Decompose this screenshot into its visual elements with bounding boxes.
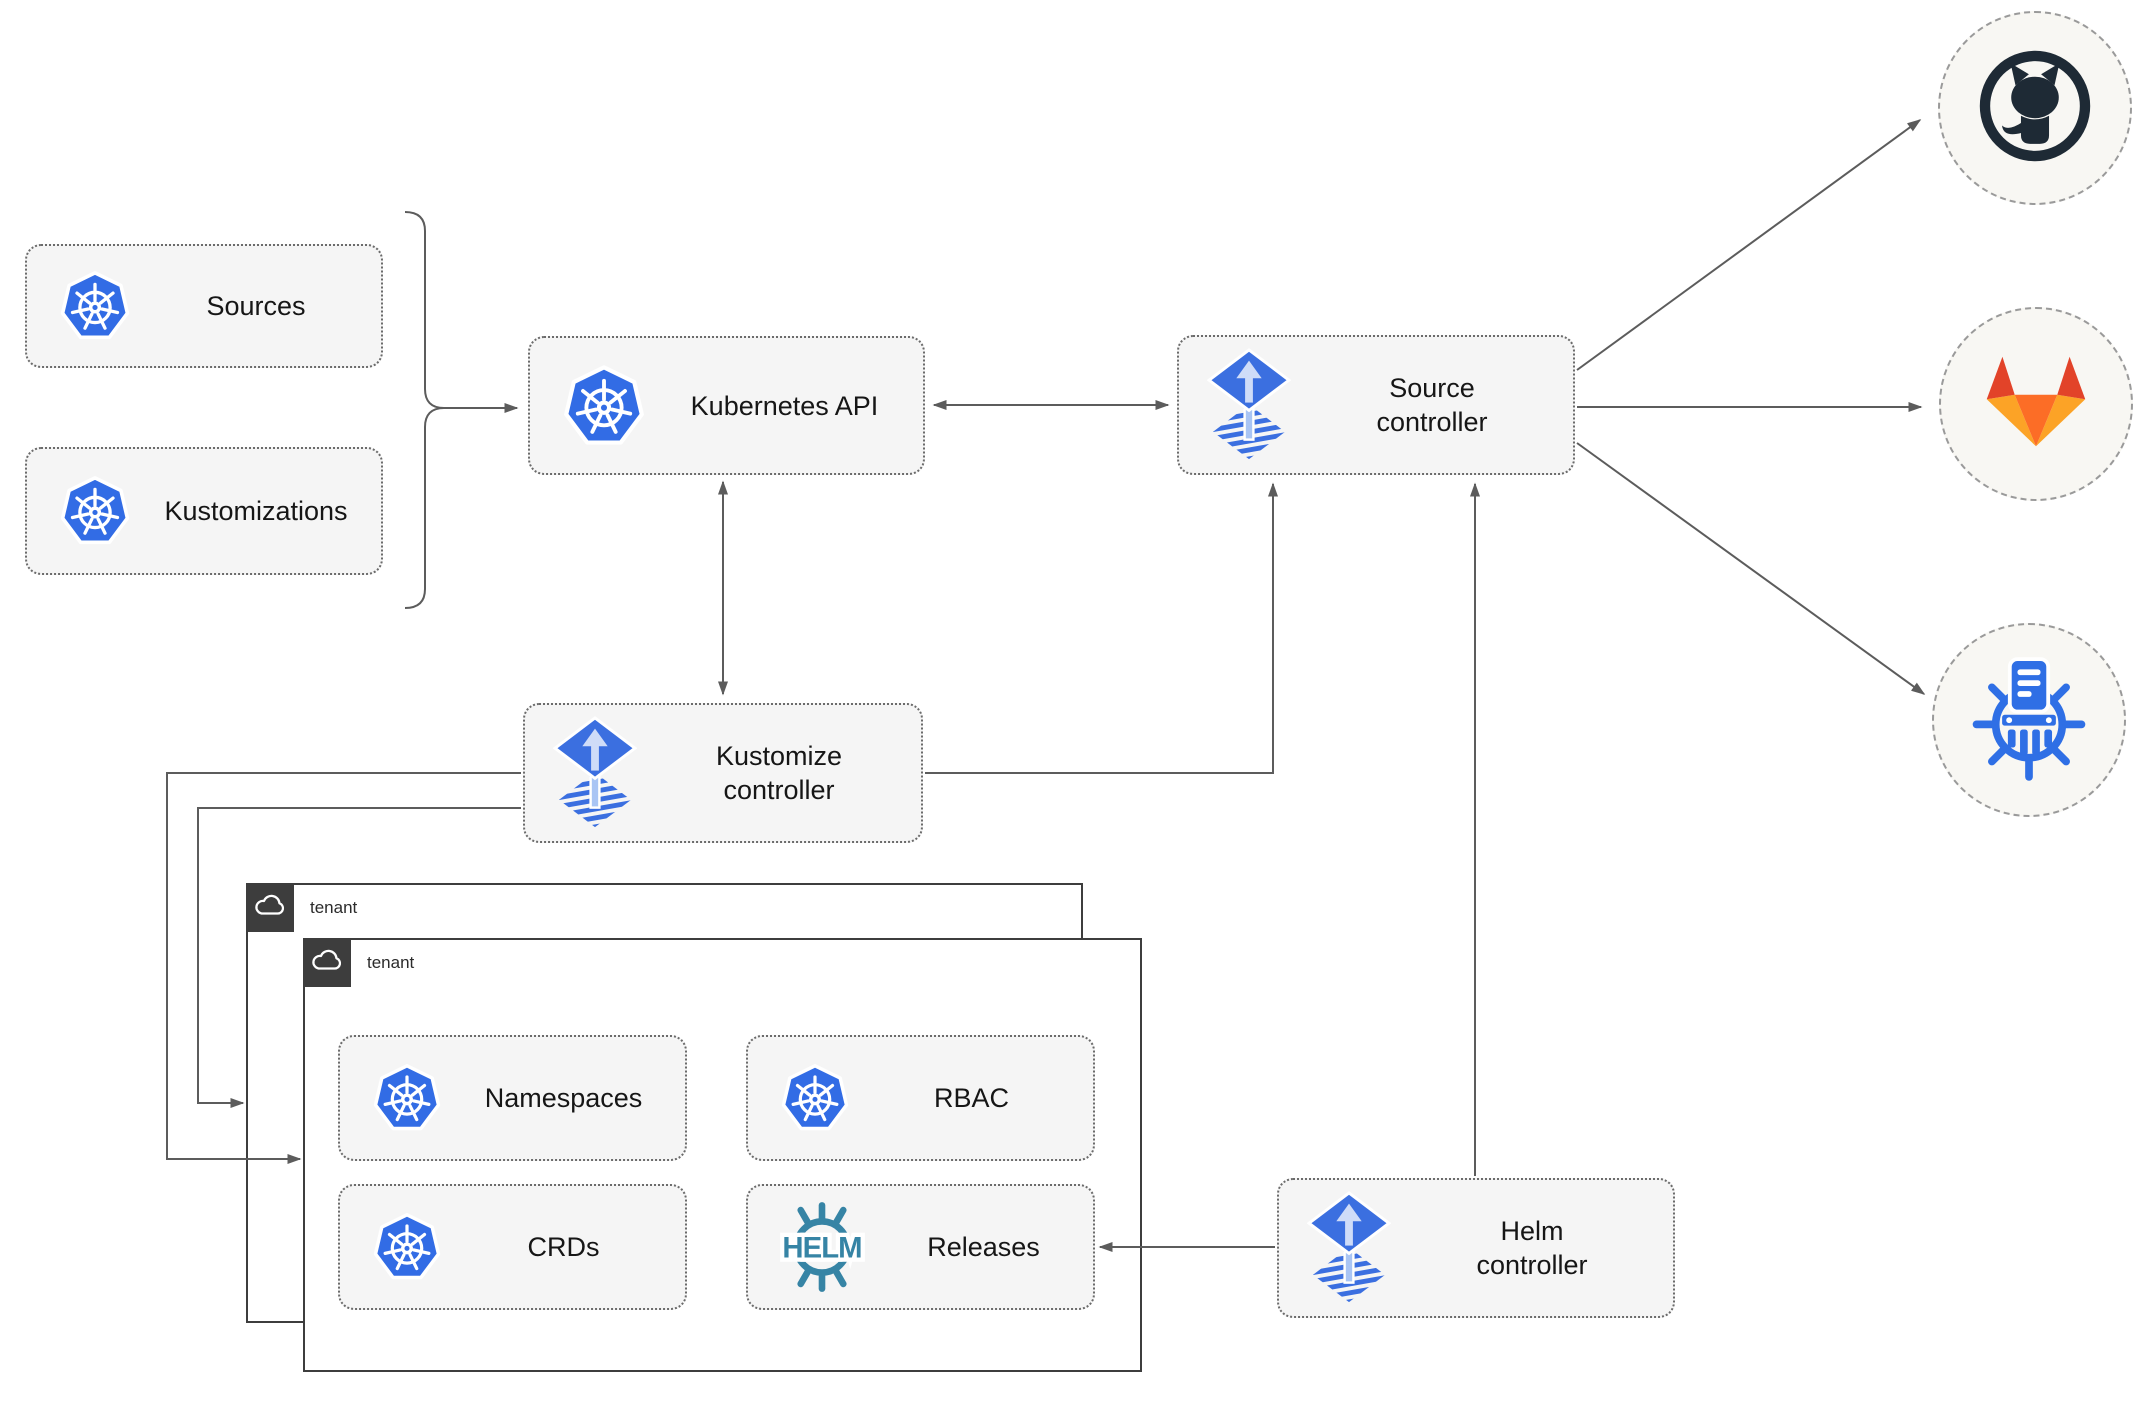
tenant-tab [302, 937, 351, 987]
node-label: Helm controller [1476, 1216, 1588, 1280]
flux-icon [553, 716, 637, 831]
node-kubernetes-api: Kubernetes API [528, 336, 925, 475]
node-helm-controller: Helm controller [1277, 1178, 1675, 1318]
node-label: Releases [927, 1232, 1040, 1262]
gitlab-icon [1980, 350, 2092, 458]
tenant-tab [245, 882, 294, 932]
edge-brace [404, 211, 445, 609]
cloud-icon [253, 893, 287, 922]
kubernetes-icon [372, 1063, 442, 1133]
node-rbac: RBAC [746, 1035, 1095, 1161]
node-sources: Sources [25, 244, 383, 368]
node-label: Kubernetes API [690, 390, 879, 421]
edge-sourcectrl-chartmuseum [1576, 442, 1926, 695]
node-label: Source controller [1376, 373, 1488, 437]
flux-icon [1307, 1191, 1391, 1306]
node-label: Kustomizations [164, 496, 348, 526]
cloud-icon [310, 948, 344, 977]
node-label: RBAC [933, 1083, 1009, 1113]
node-label: Kustomize controller [715, 741, 843, 805]
node-label: CRDs [527, 1232, 600, 1262]
chartmuseum-icon [1965, 654, 2093, 787]
node-label: Sources [206, 291, 306, 321]
node-source-controller: Source controller [1177, 335, 1575, 475]
endpoint-gitlab [1939, 307, 2133, 501]
node-kustomizations: Kustomizations [25, 447, 383, 575]
node-crds: CRDs [338, 1184, 687, 1310]
edge-kustomizectrl-sourcectrl [925, 482, 1278, 774]
helm-icon: HELM [770, 1199, 874, 1295]
helm-wordmark: HELM [782, 1231, 861, 1264]
kubernetes-icon [562, 364, 646, 448]
node-namespaces: Namespaces [338, 1035, 687, 1161]
node-kustomize-controller: Kustomize controller [523, 703, 923, 843]
endpoint-github [1938, 11, 2132, 205]
endpoint-chartmuseum [1932, 623, 2126, 817]
flux-icon [1207, 348, 1291, 463]
kubernetes-icon [780, 1063, 850, 1133]
kubernetes-icon [59, 270, 131, 342]
node-releases: HELM Releases [746, 1184, 1095, 1310]
github-icon [1974, 45, 2096, 172]
edge-sourcectrl-github [1576, 119, 1922, 371]
tenant-label: tenant [310, 898, 358, 917]
kubernetes-icon [372, 1212, 442, 1282]
tenant-label: tenant [367, 953, 415, 972]
kubernetes-icon [59, 475, 131, 547]
node-label: Namespaces [484, 1083, 643, 1113]
